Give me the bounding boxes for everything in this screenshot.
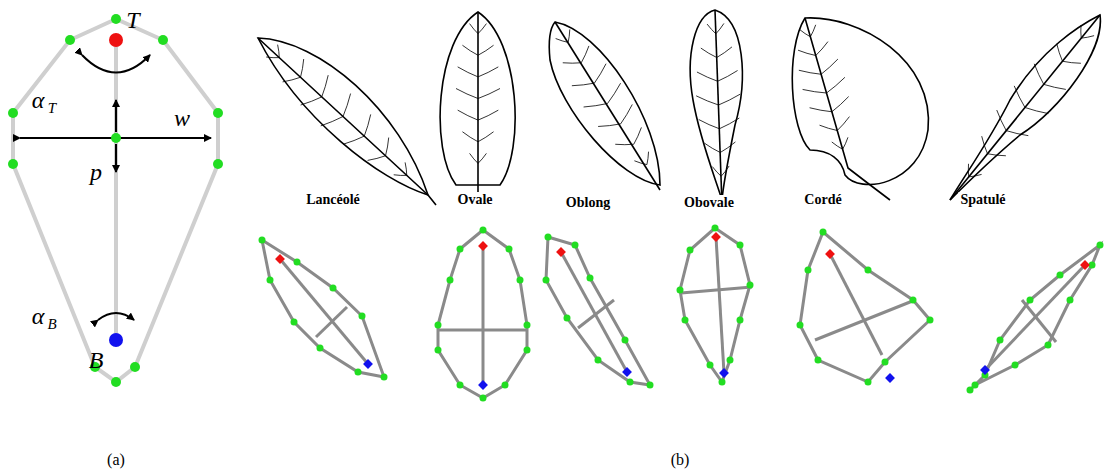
leaf-engravings: [258, 10, 1100, 205]
leaf-model: [8, 14, 223, 387]
angle-label: α: [32, 304, 45, 328]
dimension-label: p: [90, 160, 102, 184]
point-label: B: [89, 348, 104, 372]
shape-name: Oblong: [564, 195, 612, 211]
leaf-veins: [266, 23, 1094, 176]
leaf-models: [259, 225, 1104, 402]
dimension-label: w: [174, 106, 190, 130]
shape-name: Obovale: [682, 195, 736, 211]
shape-name: Spatulé: [958, 192, 1007, 208]
panel-caption: (a): [107, 452, 125, 468]
angle-label: α: [32, 88, 45, 112]
angle-subscript: T: [48, 101, 56, 116]
point-label: T: [126, 8, 139, 32]
angle-subscript: B: [47, 317, 56, 332]
shape-name: Lancéolé: [304, 192, 362, 208]
shape-name: Ovale: [456, 192, 495, 208]
shape-name: Cordé: [802, 192, 843, 208]
panel-caption: (b): [671, 452, 690, 468]
